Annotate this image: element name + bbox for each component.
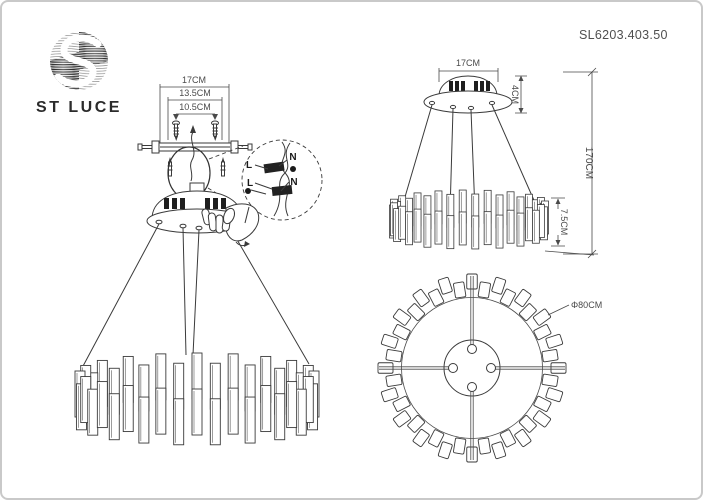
supply-wire xyxy=(190,125,196,182)
crystal-ring-top xyxy=(377,273,567,463)
suspension-cables-side xyxy=(399,104,541,215)
side-view: 17CM 4CM xyxy=(389,58,598,259)
wiring-detail-circle: L N L N xyxy=(241,139,323,221)
suspension-cables xyxy=(81,223,310,369)
dim-bracket-width: 17CM xyxy=(159,75,230,143)
hand-illustration xyxy=(201,203,260,247)
crystal-drum-front xyxy=(74,352,320,446)
crystal-drum-side xyxy=(389,189,549,250)
terminal-block xyxy=(263,161,285,174)
center-plate xyxy=(443,339,501,397)
support-spokes xyxy=(379,276,565,460)
wiring-label-neutral-bottom: N xyxy=(290,177,297,188)
dim-total-height-label: 170CM xyxy=(583,147,594,179)
dim-shade-height-label: 7.5CM xyxy=(559,209,569,236)
dim-canopy-width: 17CM xyxy=(438,58,499,82)
wiring-label-neutral-top: N xyxy=(289,152,296,163)
dim-bracket-mid-width-label: 13.5CM xyxy=(179,88,211,98)
mounting-bracket xyxy=(137,140,253,154)
wiring-label-live-top: L xyxy=(246,160,252,171)
dim-diameter-label: Φ80CM xyxy=(571,300,602,310)
dim-diameter: Φ80CM xyxy=(547,300,602,316)
model-number: SL6203.403.50 xyxy=(579,28,668,42)
dim-canopy-height-label: 4CM xyxy=(510,85,520,104)
dim-bracket-inner-width-label: 10.5CM xyxy=(179,102,211,112)
wiring-label-live-bottom: L xyxy=(247,178,253,189)
top-view: Φ80CM xyxy=(377,273,602,463)
brand-logo-icon xyxy=(50,32,108,90)
wire-end-dot xyxy=(290,166,296,172)
front-view: 17CM 13.5CM 10.5CM xyxy=(74,75,323,446)
brand-name: ST LUCE xyxy=(36,99,122,116)
dim-canopy-height: 4CM xyxy=(510,75,527,114)
dim-bracket-mid-width: 13.5CM xyxy=(167,88,223,140)
canopy-side xyxy=(423,75,513,114)
dim-shade-height: 7.5CM xyxy=(544,197,595,256)
mounting-screw xyxy=(211,120,219,141)
dim-bracket-inner-width: 10.5CM xyxy=(173,102,218,120)
detail-leader-lines xyxy=(207,145,244,210)
mounting-screw xyxy=(172,120,180,141)
wire-end-dot xyxy=(245,188,251,194)
dim-canopy-width-label: 17CM xyxy=(456,58,480,68)
inner-ring-circle xyxy=(401,297,543,439)
dim-bracket-width-label: 17CM xyxy=(182,75,206,85)
canopy-bolt xyxy=(220,157,226,177)
dim-total-height: 170CM xyxy=(563,67,598,259)
